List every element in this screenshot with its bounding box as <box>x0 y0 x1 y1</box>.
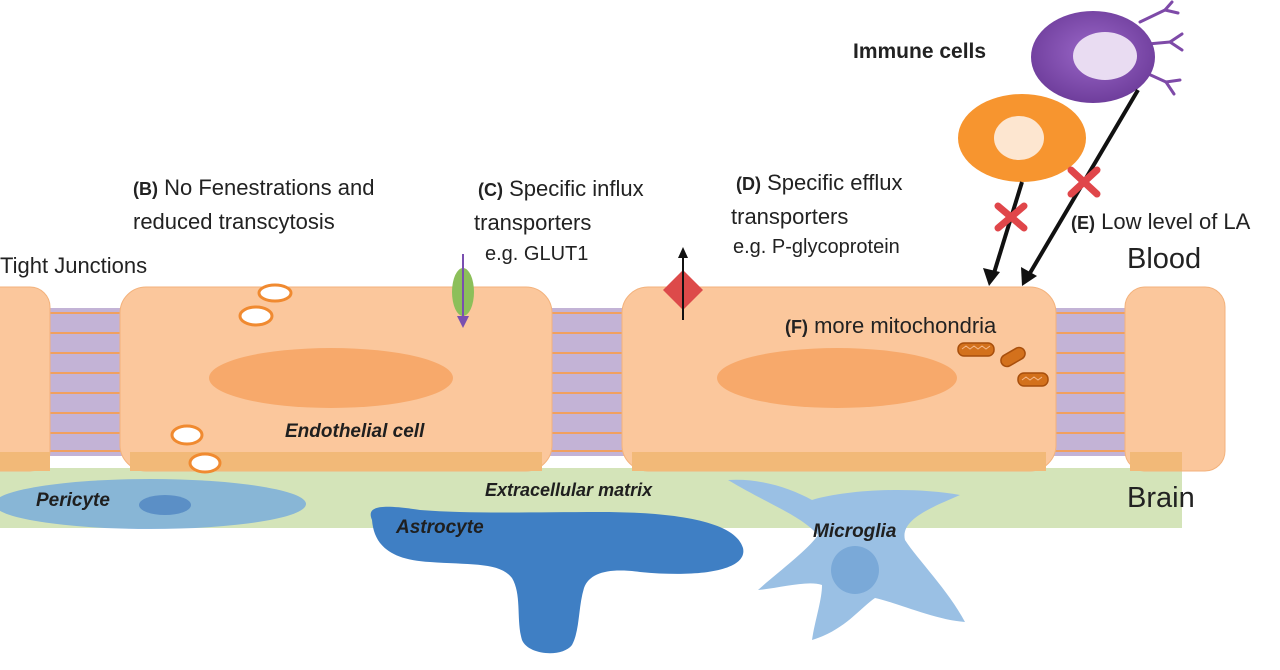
lam-text: Low level of LA <box>1101 209 1251 234</box>
blocked-arrow <box>983 181 1028 286</box>
astrocyte <box>370 506 744 654</box>
efflux-line3: e.g. P-glycoprotein <box>733 236 900 258</box>
tight-junction-strip <box>48 308 122 456</box>
transcytosis-vesicles <box>170 283 293 474</box>
immune-cells-label: Immune cells <box>853 40 987 63</box>
efflux-letter: (D) <box>736 174 761 194</box>
fenestrations-line2: reduced transcytosis <box>133 209 335 234</box>
endothelial-nucleus <box>717 348 957 408</box>
astrocyte-label: Astrocyte <box>396 517 484 538</box>
fenestrations-letter: (B) <box>133 179 158 199</box>
extracellular-matrix-label: Extracellular matrix <box>485 480 653 500</box>
lam-letter: (E) <box>1071 213 1095 233</box>
immune-cell-orange <box>958 94 1086 182</box>
mitochondria-letter: (F) <box>785 317 808 337</box>
mitochondria-label: (F) more mitochondria <box>785 313 996 338</box>
efflux-transporter <box>663 247 703 320</box>
fenestrations-line1: No Fenestrations and <box>164 175 375 200</box>
pericyte <box>0 479 306 529</box>
efflux-line1: Specific efflux <box>767 170 903 195</box>
endothelial-cell-right-edge <box>1124 286 1226 472</box>
tight-junctions-label: Tight Junctions <box>0 253 148 278</box>
immune-cell-purple <box>1031 0 1184 103</box>
blocked-arrow <box>1021 88 1140 286</box>
lam-label: (E) Low level of LA <box>1071 209 1250 234</box>
influx-line2: transporters <box>474 210 592 235</box>
mitochondria-text: more mitochondria <box>814 313 997 338</box>
influx-line3: e.g. GLUT1 <box>485 243 589 265</box>
efflux-line2: transporters <box>731 204 849 229</box>
influx-label: (C) Specific influx <box>478 176 644 201</box>
pericyte-label: Pericyte <box>36 490 110 511</box>
efflux-label: (D) Specific efflux <box>736 170 902 195</box>
tight-junction-strip <box>1052 308 1128 456</box>
influx-transporter <box>452 254 474 328</box>
tight-junction-strip <box>548 308 626 456</box>
microglia-label: Microglia <box>813 521 897 542</box>
endothelial-cell-label: Endothelial cell <box>285 421 425 442</box>
blood-label: Blood <box>1127 243 1202 275</box>
endothelial-nucleus <box>209 348 453 408</box>
influx-letter: (C) <box>478 180 503 200</box>
endothelial-cell-left-edge <box>0 286 51 472</box>
brain-label: Brain <box>1127 482 1195 514</box>
influx-line1: Specific influx <box>509 176 644 201</box>
microglia <box>728 479 965 640</box>
fenestrations-label: (B) No Fenestrations and <box>133 175 374 200</box>
